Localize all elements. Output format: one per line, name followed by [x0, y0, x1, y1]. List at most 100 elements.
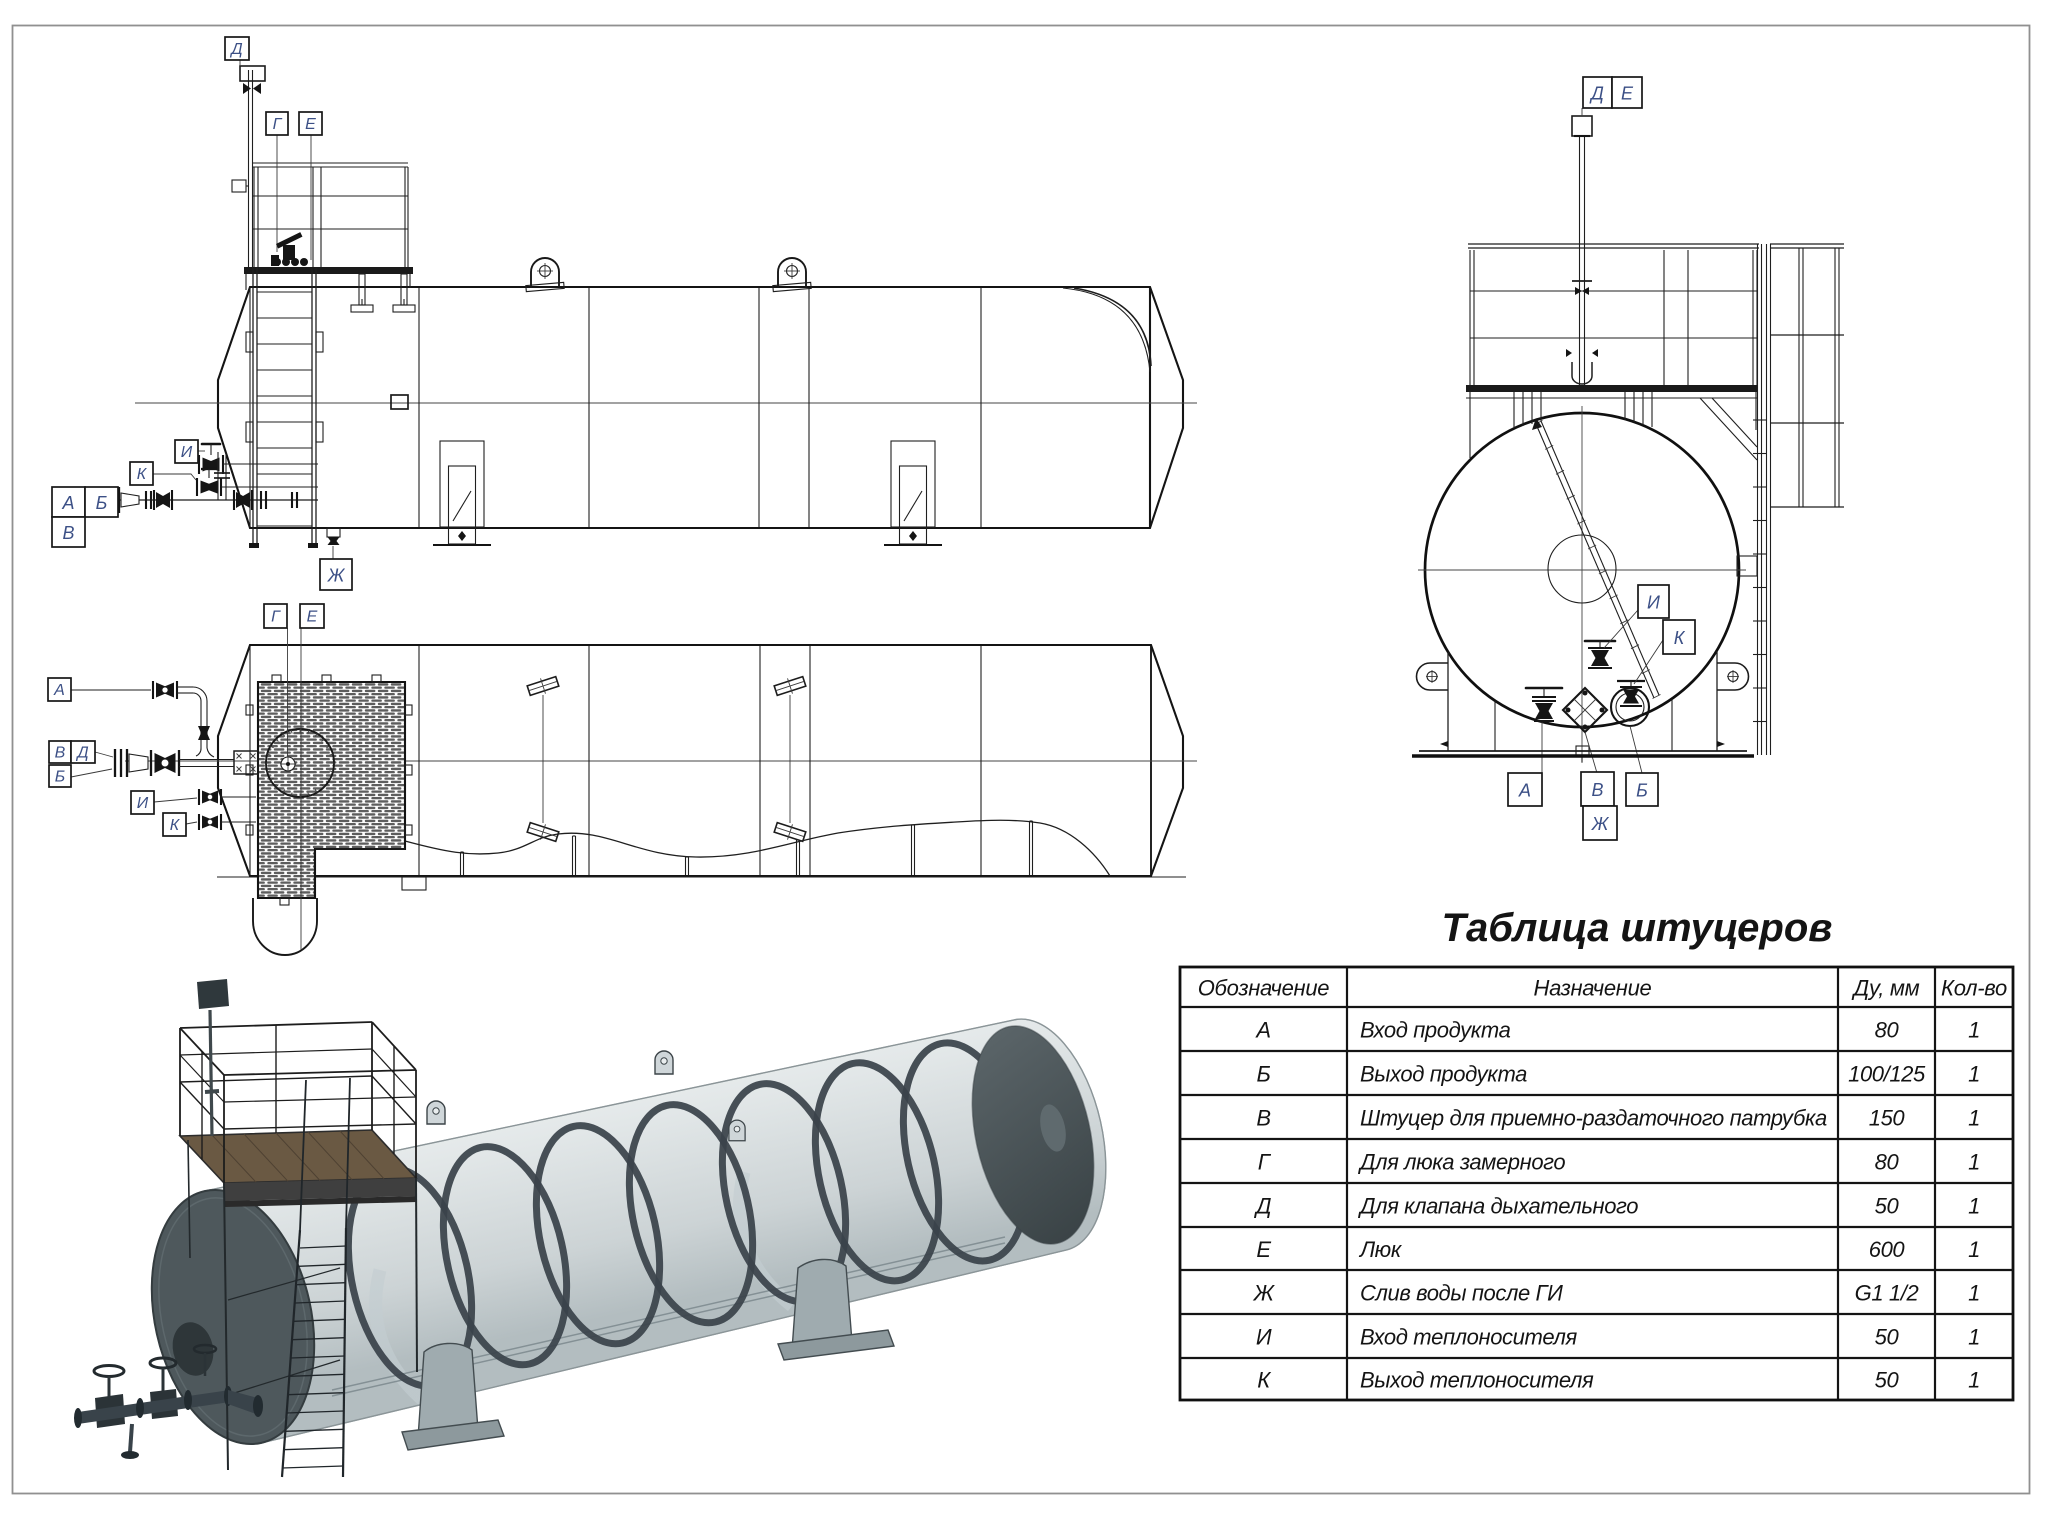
- side-label-d: Д: [224, 36, 250, 61]
- plan-coil-straps: [526, 675, 807, 843]
- cell-qty: 1: [1968, 1368, 1980, 1393]
- end-label-e: Е: [1611, 76, 1643, 109]
- end-label-b-text: Б: [1636, 781, 1648, 801]
- end-label-i: И: [1637, 584, 1670, 619]
- cell-mark: Ж: [1253, 1281, 1276, 1306]
- plan-valve-manifold: [70, 681, 256, 830]
- plan-label-i: И: [130, 790, 155, 815]
- side-label-e: Е: [298, 111, 323, 136]
- cell-mark: А: [1254, 1018, 1270, 1043]
- end-label-zh-text: Ж: [1591, 814, 1610, 834]
- end-access-ladder: [1753, 243, 1844, 755]
- cell-dn: 80: [1875, 1018, 1900, 1043]
- plan-label-d-text: Д: [75, 745, 88, 762]
- render-3d-view: [74, 979, 1107, 1478]
- col-header-qty: Кол-во: [1941, 976, 2007, 1001]
- plan-manhole: [265, 728, 335, 798]
- cell-qty: 1: [1968, 1150, 1980, 1175]
- end-service-platform: [1466, 243, 1759, 461]
- table-title: Таблица штуцеров: [1442, 906, 1833, 950]
- end-internal-ladder: [1532, 418, 1661, 699]
- cell-dn: 50: [1875, 1368, 1900, 1393]
- render-ladder: [280, 1077, 351, 1478]
- plan-label-e-text: Е: [307, 609, 318, 626]
- plan-label-e: Е: [299, 603, 325, 629]
- plan-platform-grating: [245, 674, 413, 906]
- cell-mark: Б: [1257, 1062, 1271, 1087]
- end-label-v-text: В: [1591, 780, 1603, 800]
- plan-label-b: Б: [48, 764, 72, 788]
- plan-label-k: К: [162, 812, 187, 837]
- side-label-i-text: И: [181, 444, 193, 461]
- col-header-dn: Ду, мм: [1851, 976, 1920, 1001]
- cell-purpose: Люк: [1358, 1237, 1403, 1262]
- cell-mark: И: [1256, 1325, 1272, 1350]
- end-saddle-base: [1412, 555, 1758, 758]
- side-label-v: В: [51, 516, 86, 548]
- plan-label-i-text: И: [137, 795, 149, 812]
- cell-dn: 100/125: [1848, 1062, 1926, 1087]
- cell-purpose: Для люка замерного: [1357, 1150, 1565, 1175]
- side-gauge-hatch-fitting: [271, 135, 312, 266]
- side-valve-manifold: [112, 442, 318, 513]
- cell-dn: 50: [1875, 1325, 1900, 1350]
- side-label-e-text: Е: [305, 116, 316, 133]
- cell-dn: 150: [1869, 1106, 1906, 1131]
- end-label-e-text: Е: [1621, 84, 1634, 104]
- cell-mark: Е: [1256, 1237, 1271, 1262]
- side-saddle-supports: [433, 440, 942, 547]
- side-tank-shell: [135, 285, 1197, 530]
- side-label-k: К: [129, 461, 154, 486]
- side-label-v-text: В: [62, 523, 74, 543]
- side-drain-fitting: [326, 527, 341, 559]
- side-label-a-text: А: [61, 493, 74, 513]
- plan-label-b-text: Б: [55, 769, 65, 786]
- render-valve-manifold: [74, 1343, 263, 1459]
- side-label-g: Г: [265, 111, 289, 136]
- end-label-zh: Ж: [1582, 805, 1618, 841]
- cell-mark: Д: [1253, 1194, 1271, 1219]
- plan-heating-coil-edge: [404, 819, 1111, 877]
- plan-label-v-text: В: [55, 745, 66, 762]
- col-header-designation: Обозначение: [1198, 976, 1330, 1001]
- end-gauge-pipe: [1566, 108, 1598, 385]
- cell-mark: Г: [1258, 1150, 1272, 1175]
- side-service-platform: [244, 162, 416, 313]
- end-label-i-text: И: [1647, 593, 1660, 613]
- end-tank-shell: [1418, 406, 1746, 763]
- plan-label-g: Г: [263, 603, 288, 629]
- side-label-a: А: [51, 486, 86, 518]
- cell-qty: 1: [1968, 1106, 1980, 1131]
- cell-qty: 1: [1968, 1237, 1980, 1262]
- side-label-b: Б: [84, 486, 119, 518]
- cell-mark: К: [1257, 1368, 1271, 1393]
- cell-purpose: Штуцер для приемно-раздаточного патрубка: [1360, 1106, 1827, 1131]
- cell-mark: В: [1256, 1106, 1270, 1131]
- side-label-d-text: Д: [229, 41, 242, 58]
- plan-label-g-text: Г: [271, 609, 281, 626]
- render-right-head: [971, 1025, 1095, 1245]
- end-label-a: А: [1507, 772, 1543, 807]
- side-access-ladder: [245, 268, 324, 548]
- plan-tank-shell: [125, 643, 1197, 891]
- cell-purpose: Вход теплоносителя: [1360, 1325, 1578, 1350]
- cell-dn: 50: [1875, 1194, 1900, 1219]
- cell-purpose: Для клапана дыхательного: [1357, 1194, 1638, 1219]
- cell-purpose: Слив воды после ГИ: [1360, 1281, 1563, 1306]
- end-label-a-text: А: [1518, 781, 1531, 801]
- end-bottom-nozzles: [1524, 609, 1664, 774]
- cell-qty: 1: [1968, 1062, 1980, 1087]
- plan-receiving-nozzle: [233, 750, 259, 775]
- cell-purpose: Вход продукта: [1360, 1018, 1511, 1043]
- cell-qty: 1: [1968, 1194, 1980, 1219]
